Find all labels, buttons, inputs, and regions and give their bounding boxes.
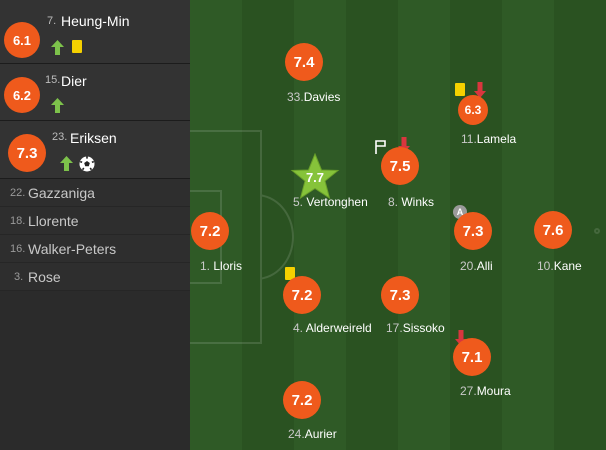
- player-number: 11.: [461, 132, 477, 146]
- rating-value: 7.7: [305, 170, 325, 185]
- player-number: 22.: [10, 187, 26, 199]
- player-rating-moura[interactable]: 7.1: [453, 338, 491, 376]
- player-name: Eriksen: [70, 130, 117, 146]
- sub-row-heung-min[interactable]: 6.1 7. Heung-Min: [0, 0, 190, 64]
- sub-on-arrow-icon: [51, 98, 64, 113]
- player-number: 4.: [293, 321, 304, 335]
- player-label-davies: 33.Davies: [287, 90, 340, 104]
- yellow-card-icon: [285, 267, 295, 280]
- sub-row-dier[interactable]: 6.2 15. Dier: [0, 64, 190, 121]
- penalty-area: [190, 130, 262, 344]
- substitutes-panel: 6.1 7. Heung-Min 6.2 15. Dier 7.3 23. Er…: [0, 0, 190, 450]
- player-label-lamela: 11.Lamela: [461, 132, 516, 146]
- player-rating-badge: 6.1: [4, 22, 40, 58]
- yellow-card-icon: [72, 40, 82, 53]
- player-number: 15.: [45, 74, 61, 86]
- player-name: Kane: [553, 259, 582, 273]
- player-name: Rose: [28, 269, 61, 285]
- player-number: 1.: [200, 259, 211, 273]
- player-name: Alli: [476, 259, 493, 273]
- unused-sub-row[interactable]: 22. Gazzaniga: [0, 179, 190, 207]
- player-rating-alli[interactable]: 7.3: [454, 212, 492, 250]
- player-name: Lamela: [476, 132, 517, 146]
- player-name: Aurier: [304, 427, 337, 441]
- player-label-vertonghen: 5. Vertonghen: [293, 195, 368, 209]
- unused-sub-row[interactable]: 3. Rose: [0, 263, 190, 291]
- player-rating-badge: 7.3: [8, 134, 46, 172]
- player-name: Lloris: [213, 259, 243, 273]
- player-label-kane: 10.Kane: [537, 259, 582, 273]
- player-label-winks: 8. Winks: [388, 195, 434, 209]
- player-number: 24.: [288, 427, 305, 441]
- player-name: Davies: [303, 90, 341, 104]
- player-rating-lloris[interactable]: 7.2: [191, 212, 229, 250]
- goal-ball-icon: [79, 156, 95, 172]
- player-number: 23.: [52, 131, 68, 143]
- man-of-the-match-star-icon: [290, 152, 340, 200]
- unused-sub-row[interactable]: 18. Llorente: [0, 207, 190, 235]
- player-rating-sissoko[interactable]: 7.3: [381, 276, 419, 314]
- player-name: Alderweireld: [305, 321, 372, 335]
- player-label-aurier: 24.Aurier: [288, 427, 337, 441]
- flag-icon: [375, 140, 386, 154]
- unused-sub-row[interactable]: 16. Walker-Peters: [0, 235, 190, 263]
- sub-off-arrow-icon: [474, 82, 486, 98]
- player-label-lloris: 1. Lloris: [200, 259, 242, 273]
- player-rating-davies[interactable]: 7.4: [285, 43, 323, 81]
- player-name: Dier: [61, 73, 87, 89]
- player-name: Heung-Min: [61, 13, 130, 29]
- player-label-alli: 20.Alli: [460, 259, 493, 273]
- player-name: Walker-Peters: [28, 241, 117, 257]
- player-name: Moura: [476, 384, 511, 398]
- pitch: 7.2 1. Lloris 7.4 33.Davies 7.7 5. Verto…: [190, 0, 606, 450]
- player-number: 18.: [10, 215, 26, 227]
- player-label-alderweireld: 4. Alderweireld: [293, 321, 372, 335]
- player-name: Llorente: [28, 213, 79, 229]
- player-label-sissoko: 17.Sissoko: [386, 321, 445, 335]
- sub-on-arrow-icon: [60, 156, 73, 171]
- player-name: Winks: [401, 195, 435, 209]
- player-number: 3.: [14, 271, 24, 283]
- player-number: 5.: [293, 195, 304, 209]
- player-name: Vertonghen: [306, 195, 368, 209]
- player-label-moura: 27.Moura: [460, 384, 511, 398]
- player-number: 7.: [47, 15, 57, 27]
- player-number: 10.: [537, 259, 554, 273]
- player-number: 33.: [287, 90, 304, 104]
- player-number: 20.: [460, 259, 477, 273]
- sub-on-arrow-icon: [51, 40, 64, 55]
- player-number: 8.: [388, 195, 399, 209]
- sub-row-eriksen[interactable]: 7.3 23. Eriksen: [0, 121, 190, 179]
- center-spot: [594, 228, 600, 234]
- player-rating-vertonghen[interactable]: 7.7: [290, 152, 340, 201]
- player-number: 17.: [386, 321, 403, 335]
- player-rating-badge: 6.2: [4, 77, 40, 113]
- player-rating-kane[interactable]: 7.6: [534, 211, 572, 249]
- player-number: 16.: [10, 243, 26, 255]
- player-rating-aurier[interactable]: 7.2: [283, 381, 321, 419]
- player-rating-winks[interactable]: 7.5: [381, 147, 419, 185]
- yellow-card-icon: [455, 83, 465, 96]
- player-name: Gazzaniga: [28, 185, 95, 201]
- player-number: 27.: [460, 384, 477, 398]
- player-rating-lamela[interactable]: 6.3: [458, 95, 488, 125]
- player-rating-alderweireld[interactable]: 7.2: [283, 276, 321, 314]
- player-name: Sissoko: [402, 321, 445, 335]
